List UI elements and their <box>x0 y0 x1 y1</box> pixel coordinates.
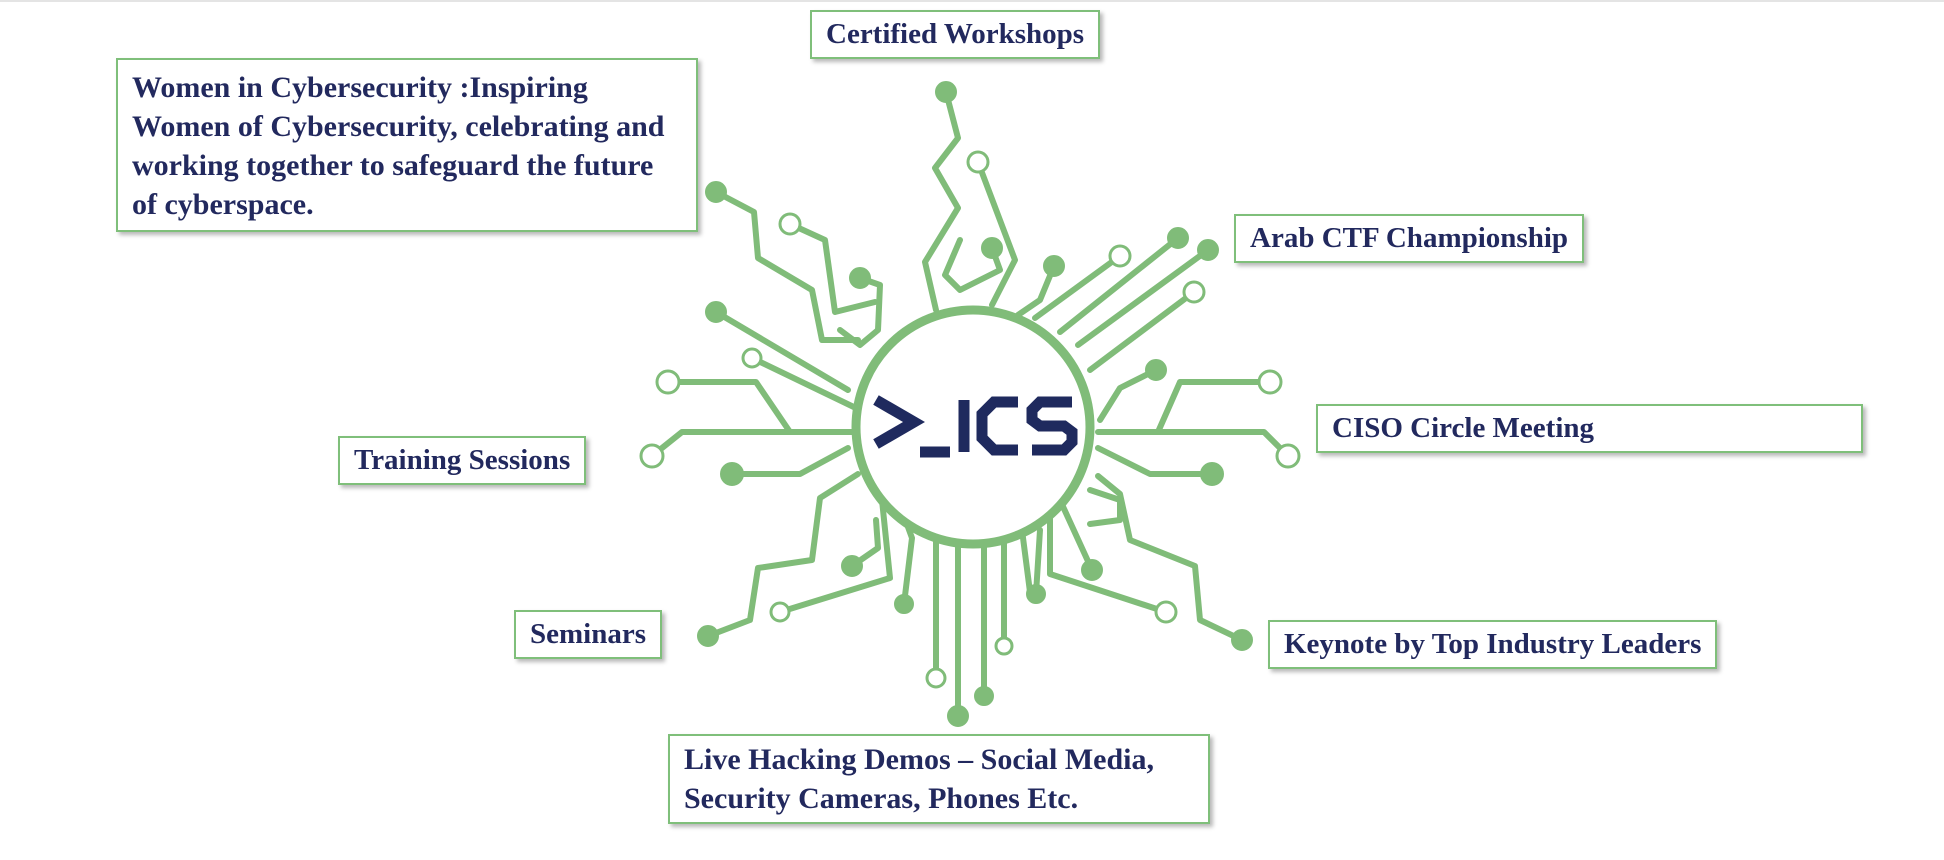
topic-label: Keynote by Top Industry Leaders <box>1284 628 1702 660</box>
topic-keynote: Keynote by Top Industry Leaders <box>1268 620 1718 669</box>
topic-ciso-circle-meeting: CISO Circle Meeting <box>1316 404 1863 453</box>
topic-certified-workshops: Certified Workshops <box>810 10 1101 59</box>
circuit-traces <box>649 89 1291 719</box>
topic-label: Women in Cybersecurity :Inspiring Women … <box>132 71 665 221</box>
topic-label: Training Sessions <box>354 444 571 476</box>
topic-label: Live Hacking Demos – Social Media, Secur… <box>684 743 1154 815</box>
circuit-hollow-dots <box>639 150 1301 689</box>
circuit-end-dots <box>697 81 1253 727</box>
topic-seminars: Seminars <box>514 610 662 659</box>
center-circle <box>851 305 1095 549</box>
top-border <box>0 0 1944 2</box>
topic-label: CISO Circle Meeting <box>1332 412 1595 444</box>
topic-live-hacking-demos: Live Hacking Demos – Social Media, Secur… <box>668 734 1210 824</box>
topic-label: Seminars <box>530 618 646 650</box>
ics-logo <box>873 395 1078 458</box>
topic-training-sessions: Training Sessions <box>338 436 587 485</box>
center-hub <box>851 305 1095 549</box>
topic-women-in-cybersecurity: Women in Cybersecurity :Inspiring Women … <box>116 58 698 232</box>
topic-label: Certified Workshops <box>826 18 1085 50</box>
topic-arab-ctf-championship: Arab CTF Championship <box>1234 214 1585 263</box>
topic-label: Arab CTF Championship <box>1250 222 1569 254</box>
